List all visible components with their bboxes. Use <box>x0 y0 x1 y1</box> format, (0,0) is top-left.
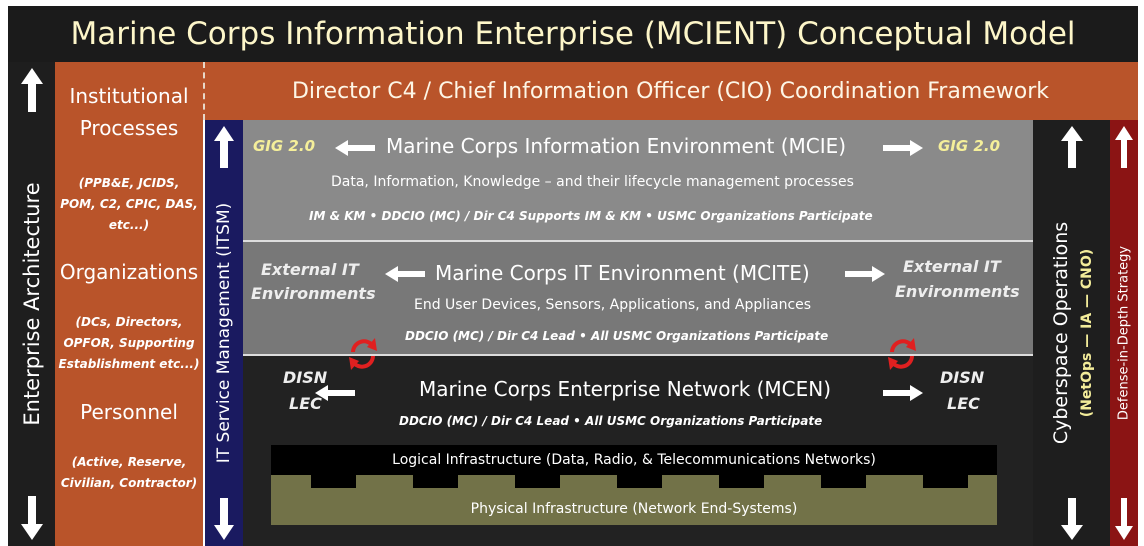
mcite-title: Marine Corps IT Environment (MCITE) <box>435 261 810 285</box>
personnel-items-1: (Active, Reserve, <box>71 455 187 469</box>
down-arrow-icon <box>20 496 43 540</box>
organizations-heading: Organizations <box>59 260 199 284</box>
logical-infrastructure: Logical Infrastructure (Data, Radio, & T… <box>271 445 997 475</box>
mcie-left-link: GIG 2.0 <box>253 137 315 155</box>
mcite-right-link-1: External IT <box>903 257 1001 276</box>
mcen-left-link-1: DISN <box>283 368 328 387</box>
notch <box>821 475 866 488</box>
mcite-note: DDCIO (MC) / Dir C4 Lead • All USMC Orga… <box>405 329 829 343</box>
processes-heading-1: Institutional <box>69 84 189 108</box>
notch <box>413 475 458 488</box>
cio-coordination-framework: Director C4 / Chief Information Officer … <box>203 62 1138 120</box>
defense-in-depth-column: Defense-in-Depth Strategy <box>1110 120 1138 546</box>
up-arrow-icon <box>214 126 234 168</box>
enterprise-architecture-column: Enterprise Architecture <box>8 62 55 546</box>
up-arrow-icon <box>1115 126 1133 168</box>
mcite-layer: External IT Environments Marine Corps IT… <box>243 240 1033 354</box>
up-arrow-icon <box>1060 126 1083 168</box>
cyberspace-operations-label: Cyberspace Operations <box>1049 221 1072 445</box>
left-arrow-icon <box>335 140 375 156</box>
organizations-items-2: OPFOR, Supporting <box>63 336 195 350</box>
processes-items-3: etc...) <box>108 218 150 232</box>
itsm-column: IT Service Management (ITSM) <box>205 120 243 546</box>
processes-heading-2: Processes <box>79 116 179 140</box>
personnel-items-2: Civilian, Contractor) <box>60 476 198 490</box>
down-arrow-icon <box>214 498 234 540</box>
cycle-arrows-icon <box>888 338 916 370</box>
diagram-title: Marine Corps Information Enterprise (MCI… <box>8 6 1138 62</box>
right-arrow-icon <box>883 385 923 401</box>
enterprise-architecture-label: Enterprise Architecture <box>19 182 44 426</box>
organizations-items-3: Establishment etc...) <box>58 357 200 371</box>
up-arrow-icon <box>20 68 43 112</box>
mcie-layer: GIG 2.0 Marine Corps Information Environ… <box>243 120 1033 240</box>
cyberspace-operations-column: Cyberspace Operations (NetOps — IA — CNO… <box>1033 120 1110 546</box>
left-arrow-icon <box>315 385 355 401</box>
notch <box>923 475 968 488</box>
mcen-right-link-1: DISN <box>940 368 985 387</box>
physical-infrastructure-label: Physical Infrastructure (Network End-Sys… <box>470 501 798 517</box>
notch <box>617 475 662 488</box>
mcie-description: Data, Information, Knowledge – and their… <box>331 174 854 190</box>
notch <box>515 475 560 488</box>
down-arrow-icon <box>1115 498 1133 540</box>
defense-in-depth-label: Defense-in-Depth Strategy <box>1116 245 1132 421</box>
left-arrow-icon <box>385 266 425 282</box>
cycle-arrows-icon <box>349 338 377 370</box>
mcite-left-link-1: External IT <box>261 260 359 279</box>
mcite-left-link-2: Environments <box>251 284 376 303</box>
organizations-items-1: (DCs, Directors, <box>75 315 183 329</box>
mcie-note: IM & KM • DDCIO (MC) / Dir C4 Supports I… <box>309 209 873 223</box>
institutional-column: Institutional Processes (PPB&E, JCIDS, P… <box>55 62 203 546</box>
cyberspace-operations-sublabel: (NetOps — IA — CNO) <box>1078 248 1095 418</box>
processes-items-2: POM, C2, CPIC, DAS, <box>60 197 198 211</box>
mcen-left-link-2: LEC <box>289 394 322 413</box>
down-arrow-icon <box>1060 498 1083 540</box>
personnel-heading: Personnel <box>80 400 178 424</box>
itsm-label: IT Service Management (ITSM) <box>214 202 234 464</box>
mcen-title: Marine Corps Enterprise Network (MCEN) <box>419 377 832 401</box>
processes-items-1: (PPB&E, JCIDS, <box>78 176 180 190</box>
right-arrow-icon <box>883 140 923 156</box>
mcie-right-link: GIG 2.0 <box>938 137 1000 155</box>
mcie-title: Marine Corps Information Environment (MC… <box>386 134 847 158</box>
physical-infrastructure: Physical Infrastructure (Network End-Sys… <box>271 475 997 525</box>
mcen-right-link-2: LEC <box>947 394 980 413</box>
dashed-separator <box>203 62 205 120</box>
right-arrow-icon <box>845 266 885 282</box>
mcite-description: End User Devices, Sensors, Applications,… <box>414 297 812 313</box>
mcite-right-link-2: Environments <box>895 282 1020 301</box>
notch <box>719 475 764 488</box>
notch <box>311 475 356 488</box>
mcen-note: DDCIO (MC) / Dir C4 Lead • All USMC Orga… <box>399 414 823 428</box>
